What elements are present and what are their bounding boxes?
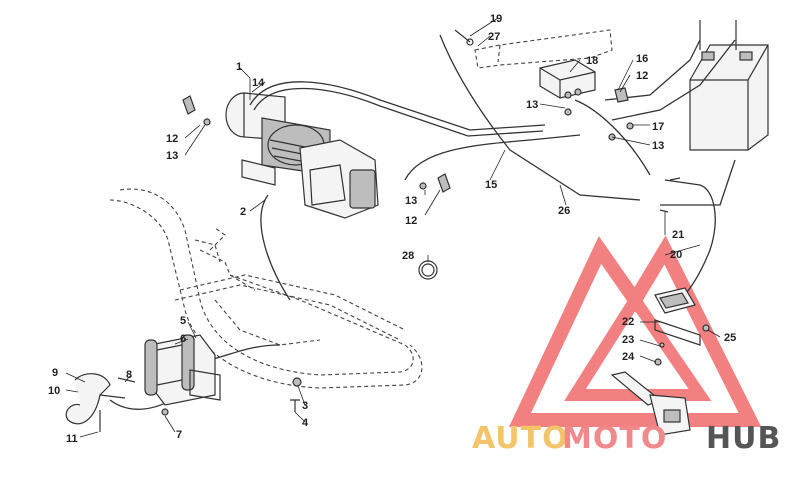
callout-12-mid: 12: [405, 215, 417, 227]
callout-11: 11: [66, 433, 78, 445]
callout-13-contactor: 13: [526, 99, 538, 111]
watermark-auto: AUTO: [472, 421, 569, 456]
callout-13-left: 13: [166, 150, 178, 162]
watermark-hub: HUB: [706, 421, 781, 456]
callout-14: 14: [252, 77, 265, 89]
contactor-box: [539, 59, 596, 99]
watermark-text: AUTO MOTO HUB: [472, 421, 781, 456]
cables: [109, 34, 736, 410]
callout-13-mid: 13: [405, 195, 417, 207]
callout-19: 19: [490, 13, 502, 25]
callout-13-right: 13: [652, 140, 664, 152]
callout-12-left: 12: [166, 133, 178, 145]
callout-28: 28: [402, 250, 414, 262]
callout-16: 16: [636, 53, 648, 65]
callout-9: 9: [52, 367, 58, 379]
callout-17: 17: [652, 121, 664, 133]
callout-2: 2: [240, 206, 246, 218]
bumper-frame: [109, 188, 423, 389]
watermark-moto: MOTO: [562, 421, 667, 456]
winch-switch: [654, 287, 701, 346]
callout-6: 6: [180, 333, 186, 345]
watermark-triangle-outer: [508, 235, 762, 427]
callout-27: 27: [488, 31, 500, 43]
winch-motor: [225, 92, 379, 219]
callout-18: 18: [586, 55, 598, 67]
callout-24: 24: [622, 351, 635, 363]
callout-23: 23: [622, 334, 634, 346]
callout-12-right: 12: [636, 70, 648, 82]
callout-5: 5: [180, 315, 186, 327]
callout-22: 22: [622, 316, 634, 328]
callout-20: 20: [670, 249, 682, 261]
callout-15: 15: [485, 179, 497, 191]
callout-1: 1: [236, 61, 242, 73]
callout-3: 3: [302, 400, 308, 412]
battery: [689, 20, 769, 151]
handlebar-switch: [610, 371, 691, 436]
callout-25: 25: [724, 332, 736, 344]
callout-8: 8: [126, 369, 132, 381]
callout-4: 4: [302, 417, 309, 429]
callout-7: 7: [176, 429, 182, 441]
callout-26: 26: [558, 205, 570, 217]
winch-hook: [65, 373, 136, 432]
callout-labels: 1 14 12 13 2 13 12 15 26 19 27 18 13 16 …: [48, 13, 736, 445]
callout-21: 21: [672, 229, 684, 241]
mount-bracket: [474, 29, 613, 69]
roller-fairlead: [144, 334, 221, 406]
leader-lines: [65, 17, 721, 438]
watermark-triangle-inner: [564, 289, 712, 401]
callout-10: 10: [48, 385, 60, 397]
